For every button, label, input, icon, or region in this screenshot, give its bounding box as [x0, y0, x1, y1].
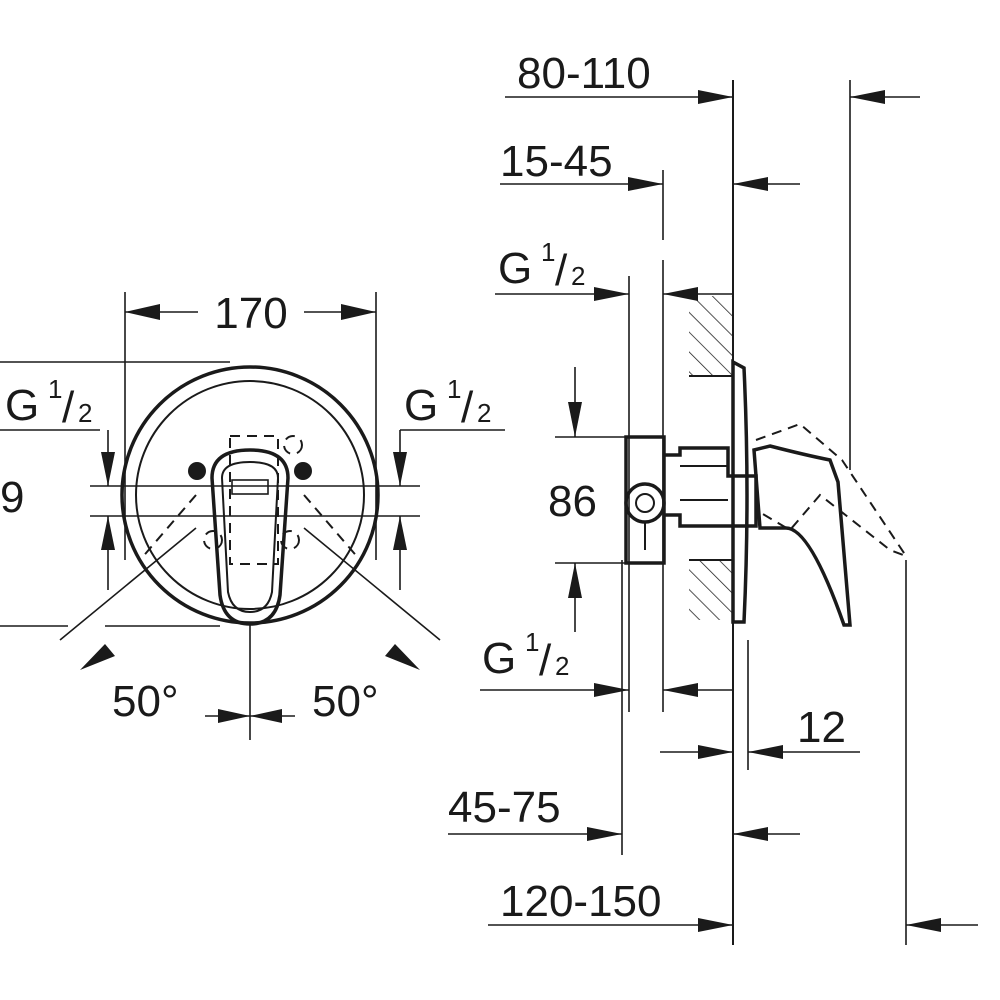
thread-bottom-den: 2 [555, 651, 569, 681]
arrow-80-110 [698, 90, 733, 104]
arrow-thread-top-right [663, 287, 698, 301]
arrow-angle-right [385, 644, 420, 670]
thread-bottom-num: 1 [525, 627, 539, 657]
arrow-12-right [748, 745, 783, 759]
thread-top-slash: / [555, 246, 568, 295]
wall-hatch-top [689, 296, 733, 376]
hidden-port-left [203, 530, 223, 550]
thread-right-main: G [404, 381, 438, 430]
angle-left-label: 50° [112, 677, 179, 726]
arrow-12-left [698, 745, 733, 759]
thread-right-slash: / [461, 383, 474, 432]
angle-leader-right [303, 527, 441, 641]
lever-side [752, 444, 852, 627]
arrow-h-right-down [393, 452, 407, 486]
dim-width-label: 170 [214, 289, 287, 338]
arrow-h-left-down [101, 452, 115, 486]
thread-bottom-slash: / [539, 636, 552, 685]
arrow-thread-bottom [594, 683, 629, 697]
thread-bottom-main: G [482, 634, 516, 683]
arrow-15-45-right [733, 177, 768, 191]
lever-rotated-hidden [755, 422, 909, 559]
arrow-80-110-right [850, 90, 885, 104]
side-view: 80-110 15-45 G 1 / 2 86 G 1 / 2 [448, 49, 978, 945]
valve-port-inner [635, 493, 655, 513]
thread-left-main: G [5, 381, 39, 430]
dim-86-label: 86 [548, 477, 597, 526]
arrow-center-left [218, 709, 250, 723]
thread-left-slash: / [62, 383, 75, 432]
angle-ref-left [139, 494, 197, 561]
thread-left-num: 1 [48, 374, 62, 404]
arrow-15-45 [628, 177, 663, 191]
arrow-120-150-right [906, 918, 941, 932]
angle-ref-right [303, 494, 361, 561]
bolt-left [188, 462, 206, 480]
dim-12-label: 12 [797, 703, 846, 752]
arrow-86-down [568, 402, 582, 437]
dim-45-75-label: 45-75 [448, 783, 561, 832]
arrow-h-right-up [393, 516, 407, 550]
dim-80-110-label: 80-110 [517, 49, 651, 98]
arrow-angle-left [80, 644, 115, 670]
valve-port-outer [624, 482, 666, 524]
bolt-right [294, 462, 312, 480]
thread-top-den: 2 [571, 261, 585, 291]
arrow-120-150 [698, 918, 733, 932]
thread-left-den: 2 [78, 398, 92, 428]
rosette-outer [120, 365, 380, 625]
thread-top-main: G [498, 244, 532, 293]
hidden-port-top [283, 435, 303, 455]
cartridge [664, 446, 758, 528]
dim-120-150-label: 120-150 [500, 877, 661, 926]
arrow-center-right [250, 709, 282, 723]
cover-plate [731, 359, 749, 624]
front-view: 170 G 1 / 2 G 1 / 2 9 [0, 289, 505, 740]
arrow-thread-bottom-right [663, 683, 698, 697]
hidden-port-right [280, 530, 300, 550]
wall-hatch-bottom [689, 560, 733, 620]
thread-right-den: 2 [477, 398, 491, 428]
arrow-thread-top [594, 287, 629, 301]
brand-logo [231, 479, 269, 495]
rosette-inner [135, 380, 365, 610]
lever-handle [210, 448, 290, 626]
arrow-45-75-right [733, 827, 768, 841]
arrow-width-right [341, 304, 376, 320]
thread-top-num: 1 [541, 237, 555, 267]
arrow-45-75 [587, 827, 622, 841]
arrow-86-up [568, 563, 582, 598]
thread-right-num: 1 [447, 374, 461, 404]
lever-handle-inner [220, 460, 280, 614]
valve-body-hidden [229, 435, 279, 565]
angle-right-label: 50° [312, 677, 379, 726]
arrow-width-left [125, 304, 160, 320]
angle-leader-left [59, 527, 197, 641]
dim-15-45-label: 15-45 [500, 137, 613, 186]
dim-height-label: 9 [0, 473, 24, 522]
arrow-h-left-up [101, 516, 115, 550]
